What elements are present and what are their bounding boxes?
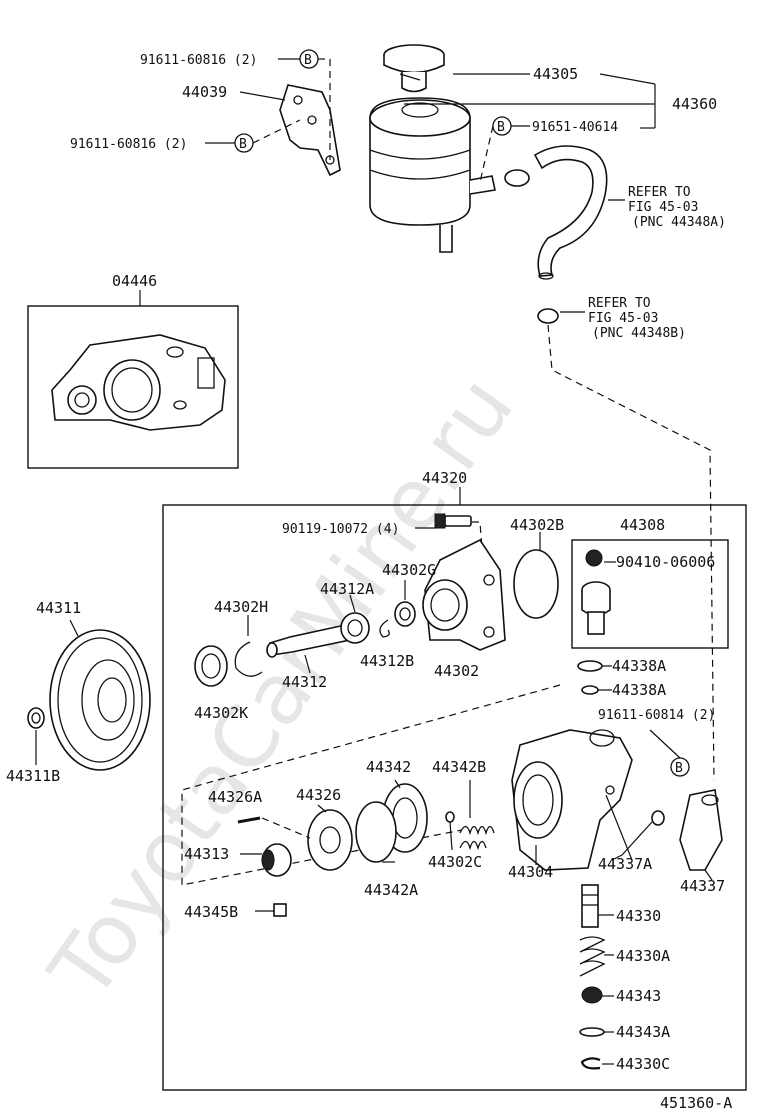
snap-ring-44312b-part bbox=[379, 619, 390, 638]
label-44302G: 44302G bbox=[382, 561, 436, 579]
callout-b-1: B bbox=[299, 49, 319, 69]
plug-90410-part bbox=[585, 549, 603, 567]
callout-b-3: B bbox=[492, 116, 512, 136]
svg-text:B: B bbox=[675, 761, 683, 776]
label-44312: 44312 bbox=[282, 673, 327, 691]
label-ref-a-1: REFER TO bbox=[628, 185, 691, 200]
label-44326A: 44326A bbox=[208, 788, 262, 806]
callout-b-4: B bbox=[670, 757, 690, 777]
rotor-44326-part bbox=[307, 809, 353, 871]
label-44308: 44308 bbox=[620, 516, 665, 534]
label-44343A: 44343A bbox=[616, 1023, 670, 1041]
label-44305: 44305 bbox=[533, 65, 578, 83]
o-ring-44338a-1-part bbox=[577, 660, 603, 672]
label-ref-a-2: FIG 45-03 bbox=[628, 200, 698, 215]
figure-code: 451360-A bbox=[660, 1094, 732, 1112]
shaft-44312-part bbox=[266, 612, 370, 658]
bracket-44337-part bbox=[679, 789, 723, 871]
label-44342B: 44342B bbox=[432, 758, 486, 776]
label-44302H: 44302H bbox=[214, 598, 268, 616]
pulley-44311-part bbox=[49, 629, 151, 771]
label-44342: 44342 bbox=[366, 758, 411, 776]
label-44302C: 44302C bbox=[428, 853, 482, 871]
reservoir-tank-part bbox=[369, 44, 496, 253]
callout-b-2: B bbox=[234, 133, 254, 153]
bolt-90119-part bbox=[434, 513, 472, 529]
label-44313: 44313 bbox=[184, 845, 229, 863]
label-44312A: 44312A bbox=[320, 580, 374, 598]
label-44345B: 44345B bbox=[184, 903, 238, 921]
pump-body-44304-part bbox=[511, 729, 633, 871]
label-91611-60816-a: 91611-60816 (2) bbox=[140, 53, 257, 68]
label-44326: 44326 bbox=[296, 786, 341, 804]
gasket-kit-box bbox=[27, 305, 239, 469]
nut-44311b-part bbox=[27, 707, 45, 729]
label-ref-a-3: (PNC 44348A) bbox=[632, 215, 726, 230]
o-ring-44302b-part bbox=[513, 549, 559, 619]
label-44330C: 44330C bbox=[616, 1055, 670, 1073]
gasket-kit-part bbox=[51, 334, 226, 431]
label-44330A: 44330A bbox=[616, 947, 670, 965]
label-44302: 44302 bbox=[434, 662, 479, 680]
label-44338A-1: 44338A bbox=[612, 657, 666, 675]
label-44360: 44360 bbox=[672, 95, 717, 113]
label-44320: 44320 bbox=[422, 469, 467, 487]
label-44338A-2: 44338A bbox=[612, 681, 666, 699]
label-44304: 44304 bbox=[508, 863, 553, 881]
svg-text:B: B bbox=[239, 137, 247, 152]
label-44302B: 44302B bbox=[510, 516, 564, 534]
seal-44302k-part bbox=[194, 645, 228, 687]
label-44342A: 44342A bbox=[364, 881, 418, 899]
o-ring-44338a-2-part bbox=[581, 685, 599, 695]
label-44302K: 44302K bbox=[194, 704, 248, 722]
valve-kit-box bbox=[571, 539, 729, 649]
seal-44302g-part bbox=[394, 601, 416, 627]
key-44345b-part bbox=[273, 903, 287, 917]
hose-part bbox=[504, 145, 608, 324]
label-ref-b-3: (PNC 44348B) bbox=[592, 326, 686, 341]
label-04446: 04446 bbox=[112, 272, 157, 290]
label-44311B: 44311B bbox=[6, 767, 60, 785]
spring-44330a-part bbox=[579, 936, 606, 977]
svg-text:B: B bbox=[304, 53, 312, 68]
label-91611-60814: 91611-60814 (2) bbox=[598, 708, 715, 723]
spring-44342b-part bbox=[459, 825, 495, 851]
o-ring-44343a-part bbox=[579, 1027, 605, 1037]
label-44312B: 44312B bbox=[360, 652, 414, 670]
label-44337A: 44337A bbox=[598, 855, 652, 873]
plate-44342a-part bbox=[355, 801, 397, 863]
label-44330: 44330 bbox=[616, 907, 661, 925]
label-44039: 44039 bbox=[182, 83, 227, 101]
label-90119-10072: 90119-10072 (4) bbox=[282, 522, 399, 537]
label-ref-b-1: REFER TO bbox=[588, 296, 651, 311]
bracket-44039-part bbox=[279, 84, 341, 177]
label-91611-60816-b: 91611-60816 (2) bbox=[70, 137, 187, 152]
front-housing-part bbox=[422, 538, 506, 651]
label-44343: 44343 bbox=[616, 987, 661, 1005]
label-ref-b-2: FIG 45-03 bbox=[588, 311, 658, 326]
snap-ring-44302h-part bbox=[234, 641, 263, 677]
vane-44326a-part bbox=[237, 816, 261, 824]
label-91651-40614: 91651-40614 bbox=[532, 120, 618, 135]
pump-assembly-box bbox=[162, 504, 747, 1091]
nut-44313-part bbox=[261, 843, 292, 877]
plug-44343-part bbox=[581, 986, 603, 1004]
valve-plug-part bbox=[581, 581, 611, 635]
label-90410-06006: 90410-06006 bbox=[616, 553, 715, 571]
svg-text:B: B bbox=[497, 120, 505, 135]
label-44311: 44311 bbox=[36, 599, 81, 617]
snap-ring-44330c-part bbox=[580, 1057, 601, 1070]
valve-44330-part bbox=[581, 884, 599, 928]
label-44337: 44337 bbox=[680, 877, 725, 895]
